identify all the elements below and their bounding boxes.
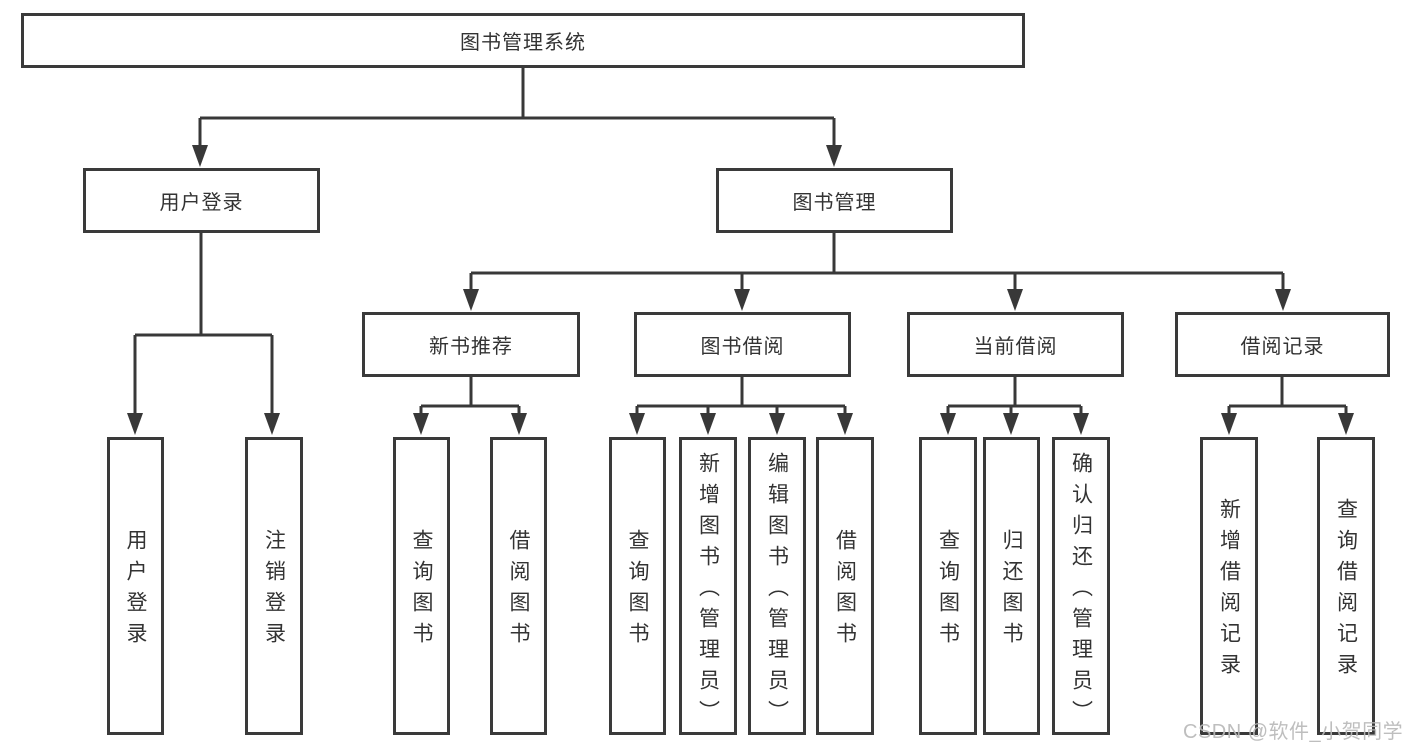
leaf-borrow-books-label: 借阅图书 — [833, 529, 857, 653]
node-borrow-records: 借阅记录 — [1175, 312, 1390, 377]
leaf-recommend-borrow-books: 借阅图书 — [490, 437, 547, 735]
leaf-add-books-admin-label: 新增图书（管理员） — [696, 451, 720, 731]
leaf-add-books-admin: 新增图书（管理员） — [679, 437, 737, 735]
node-book-borrow-label: 图书借阅 — [700, 336, 785, 358]
connector-user-login-to-leaves — [127, 233, 280, 435]
connector-new-book-to-leaves — [413, 377, 527, 435]
node-book-management-group-label: 图书管理 — [792, 192, 877, 214]
connector-current-borrow-to-leaves — [940, 377, 1089, 435]
node-user-login-group-label: 用户登录 — [159, 192, 244, 214]
leaf-edit-books-admin: 编辑图书（管理员） — [748, 437, 806, 735]
leaf-recommend-borrow-books-label: 借阅图书 — [507, 529, 530, 653]
connector-book-mgmt-to-level3 — [463, 233, 1291, 311]
connector-book-borrow-to-leaves — [629, 377, 853, 435]
leaf-query-borrow-record: 查询借阅记录 — [1317, 437, 1375, 735]
leaf-return-books-label: 归还图书 — [1000, 529, 1023, 653]
csdn-watermark: CSDN @软件_小贺同学 — [1183, 721, 1404, 743]
leaf-return-books: 归还图书 — [983, 437, 1040, 735]
leaf-borrow-query-books-label: 查询图书 — [626, 529, 649, 653]
leaf-confirm-return-admin: 确认归还（管理员） — [1052, 437, 1110, 735]
leaf-logout-login-label: 注销登录 — [262, 529, 286, 653]
node-book-management-group: 图书管理 — [716, 168, 953, 233]
leaf-borrow-books: 借阅图书 — [816, 437, 874, 735]
leaf-current-query-books: 查询图书 — [919, 437, 977, 735]
connector-root-to-level2 — [192, 68, 842, 167]
leaf-logout-login: 注销登录 — [245, 437, 303, 735]
leaf-recommend-query-books: 查询图书 — [393, 437, 450, 735]
node-borrow-records-label: 借阅记录 — [1240, 336, 1325, 358]
leaf-edit-books-admin-label: 编辑图书（管理员） — [765, 451, 789, 731]
node-book-borrow: 图书借阅 — [634, 312, 851, 377]
node-new-book-recommend: 新书推荐 — [362, 312, 580, 377]
leaf-recommend-query-books-label: 查询图书 — [410, 529, 433, 653]
leaf-current-query-books-label: 查询图书 — [936, 529, 960, 653]
node-current-borrow-label: 当前借阅 — [973, 336, 1058, 358]
node-user-login-group: 用户登录 — [83, 168, 320, 233]
connector-borrow-records-to-leaves — [1221, 377, 1354, 435]
leaf-confirm-return-admin-label: 确认归还（管理员） — [1069, 451, 1093, 731]
node-root-system-label: 图书管理系统 — [460, 32, 586, 54]
node-new-book-recommend-label: 新书推荐 — [429, 336, 513, 358]
leaf-user-login: 用户登录 — [107, 437, 164, 735]
leaf-query-borrow-record-label: 查询借阅记录 — [1334, 498, 1358, 684]
node-current-borrow: 当前借阅 — [907, 312, 1124, 377]
leaf-borrow-query-books: 查询图书 — [609, 437, 666, 735]
node-root-system: 图书管理系统 — [21, 13, 1025, 68]
leaf-user-login-label: 用户登录 — [124, 529, 147, 653]
leaf-add-borrow-record-label: 新增借阅记录 — [1217, 498, 1241, 684]
leaf-add-borrow-record: 新增借阅记录 — [1200, 437, 1258, 735]
